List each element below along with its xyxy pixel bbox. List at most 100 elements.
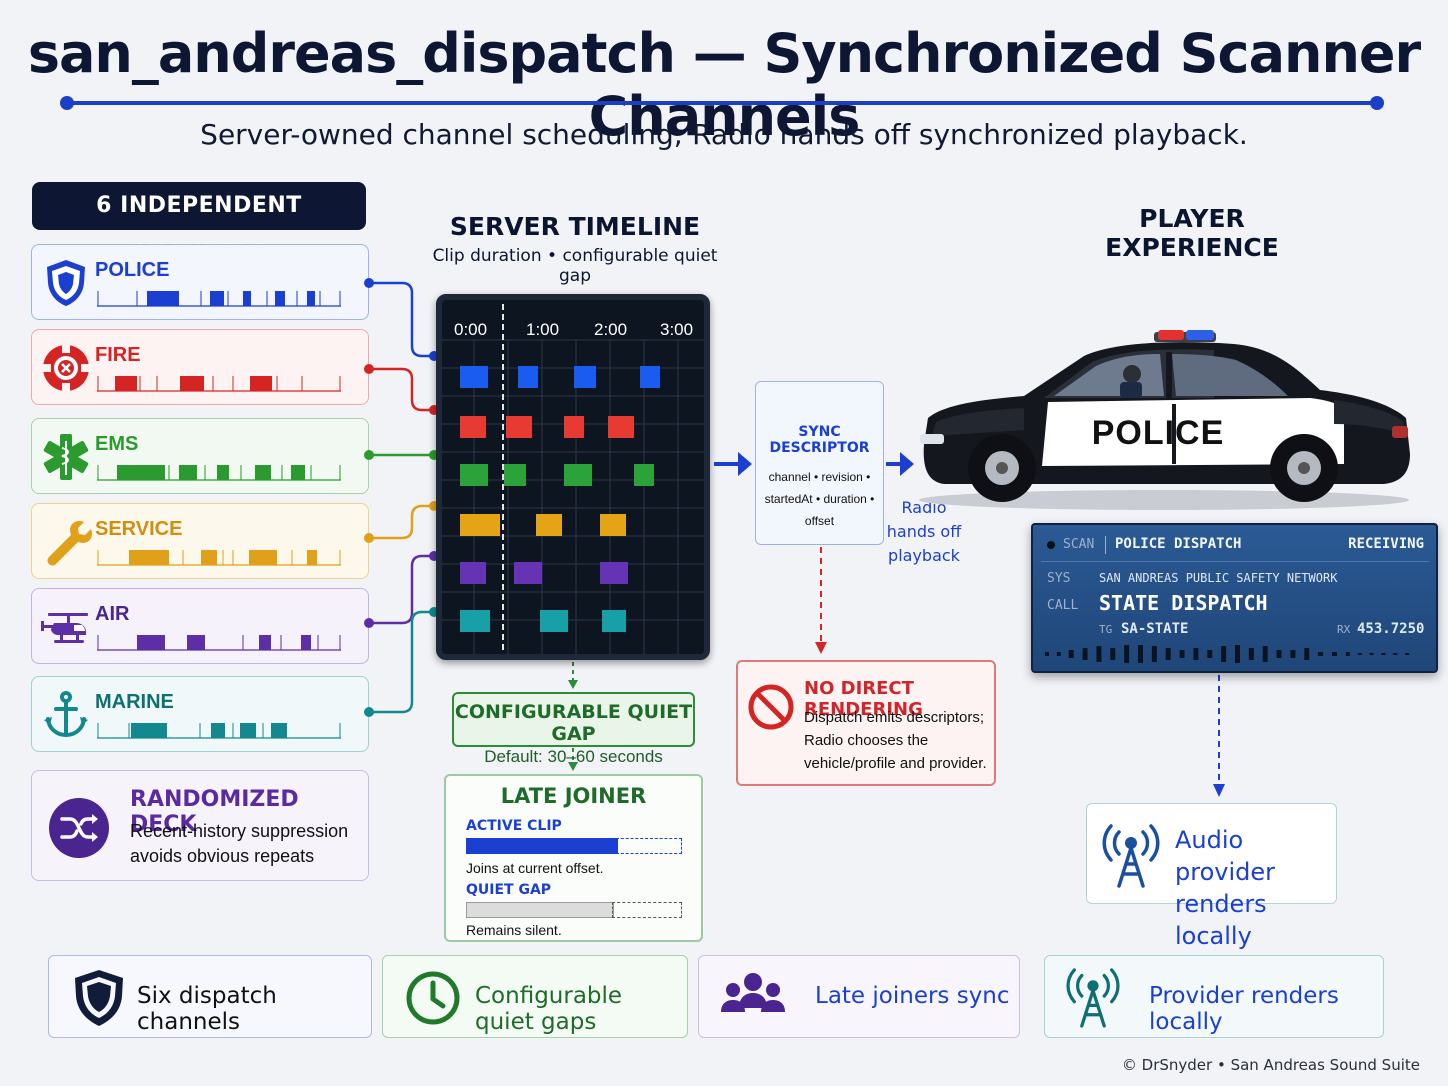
shield-icon bbox=[75, 970, 123, 1026]
audio-provider-text: Audio provider renders locally bbox=[1175, 824, 1336, 952]
scanner-channel: POLICE DISPATCH bbox=[1115, 536, 1242, 552]
helicopter-icon bbox=[41, 613, 88, 643]
fire-emblem-icon bbox=[41, 343, 91, 393]
feature-six-channels: Six dispatch channels bbox=[48, 955, 372, 1038]
quiet-gap-box: CONFIGURABLE QUIET GAP Default: 30–60 se… bbox=[452, 692, 695, 766]
scanner-tg-value: SA-STATE bbox=[1121, 621, 1189, 637]
timeline-tick-label: 2:00 bbox=[594, 320, 628, 339]
channel-card-air: AIR bbox=[31, 588, 369, 664]
deck-description: Recent-history suppression avoids obviou… bbox=[130, 819, 348, 869]
prohibited-icon bbox=[748, 684, 794, 730]
channel-name: SERVICE bbox=[95, 518, 183, 540]
title-underline bbox=[60, 96, 1384, 110]
scanner-divider-line bbox=[1041, 561, 1429, 562]
feature-quiet-gaps: Configurable quiet gaps bbox=[382, 955, 688, 1038]
police-car-label: POLICE bbox=[1091, 414, 1225, 452]
audio-provider-box: Audio provider renders locally bbox=[1086, 803, 1337, 950]
active-clip-label: ACTIVE CLIP bbox=[466, 818, 562, 834]
late-joiner-title: LATE JOINER bbox=[500, 784, 647, 808]
anchor-icon bbox=[44, 691, 88, 738]
channel-card-marine: MARINE bbox=[31, 676, 369, 752]
no-direct-line: vehicle/profile and provider. bbox=[804, 755, 987, 772]
timeline-tick-label: 1:00 bbox=[526, 320, 560, 339]
deck-title: RANDOMIZED DECK bbox=[130, 787, 299, 837]
footer-credit: © DrSnyder • San Andreas Sound Suite bbox=[1121, 1056, 1420, 1074]
server-timeline-title: SERVER TIMELINE bbox=[449, 212, 701, 241]
broadcast-tower-icon bbox=[1102, 824, 1160, 888]
player-experience-title: PLAYER EXPERIENCE bbox=[1105, 204, 1279, 262]
scanner-status: RECEIVING bbox=[1348, 536, 1424, 552]
no-direct-rendering-title: NO DIRECT RENDERING bbox=[804, 678, 923, 720]
sync-descriptor-title: SYNC DESCRIPTOR bbox=[769, 424, 870, 456]
wrench-icon bbox=[47, 521, 92, 566]
server-timeline-caption: Clip duration • configurable quiet gap bbox=[432, 246, 718, 286]
channel-activity-track bbox=[97, 376, 341, 392]
no-direct-line: Dispatch emits descriptors; bbox=[804, 709, 985, 726]
channel-name: MARINE bbox=[95, 691, 174, 713]
scanner-sys-label: SYS bbox=[1047, 571, 1071, 586]
no-direct-line: Radio chooses the bbox=[804, 732, 929, 749]
scanner-tg-label: TG bbox=[1099, 623, 1113, 636]
scan-indicator-icon bbox=[1047, 541, 1055, 549]
feature-label: Six dispatch channels bbox=[137, 983, 277, 1035]
quiet-gap-title: CONFIGURABLE QUIET GAP bbox=[454, 701, 693, 745]
broadcast-tower-icon bbox=[1066, 968, 1120, 1028]
audio-provider-line: Audio provider bbox=[1175, 826, 1275, 886]
police-shield-icon bbox=[47, 260, 85, 306]
sync-descriptor-fields: channel • revision • startedAt • duratio… bbox=[764, 470, 875, 528]
scanner-display: SCAN POLICE DISPATCH RECEIVING SYS SAN A… bbox=[1031, 523, 1438, 673]
timeline-tick-label: 0:00 bbox=[454, 320, 488, 339]
channel-activity-track bbox=[97, 635, 341, 651]
quiet-gap-progress bbox=[466, 902, 682, 918]
feature-provider-local: Provider renders locally bbox=[1044, 955, 1384, 1038]
channel-activity-track bbox=[97, 465, 341, 481]
sync-descriptor-box: SYNC DESCRIPTOR channel • revision • sta… bbox=[755, 381, 884, 545]
police-car-illustration bbox=[919, 330, 1410, 510]
channel-card-fire: FIRE bbox=[31, 329, 369, 405]
feature-label: Configurable quiet gaps bbox=[475, 983, 623, 1035]
channel-name: AIR bbox=[95, 603, 130, 625]
feature-label: Late joiners sync bbox=[815, 983, 1010, 1009]
channel-activity-track bbox=[97, 291, 341, 307]
channels-header: 6 INDEPENDENT CHANNELS bbox=[32, 182, 366, 266]
audio-provider-line: renders locally bbox=[1175, 890, 1267, 950]
late-joiner-box: LATE JOINER ACTIVE CLIP Joins at current… bbox=[444, 774, 703, 942]
channel-name: POLICE bbox=[95, 259, 170, 281]
scanner-sys-value: SAN ANDREAS PUBLIC SAFETY NETWORK bbox=[1099, 571, 1338, 585]
channel-card-ems: EMS bbox=[31, 418, 369, 494]
feature-late-joiners: Late joiners sync bbox=[698, 955, 1020, 1038]
radio-handoff-label: Radio hands off playback bbox=[886, 498, 962, 565]
deck-line: avoids obvious repeats bbox=[130, 846, 315, 866]
page-title: san_andreas_dispatch — Synchronized Scan… bbox=[27, 22, 1421, 148]
scanner-scan: SCAN bbox=[1063, 537, 1095, 552]
server-timeline: 0:00 1:00 2:00 3:00 bbox=[436, 294, 710, 660]
quiet-gap-label: QUIET GAP bbox=[466, 882, 552, 898]
randomized-deck-card: RANDOMIZED DECK Recent-history suppressi… bbox=[31, 770, 369, 881]
no-direct-rendering-box: NO DIRECT RENDERING Dispatch emits descr… bbox=[736, 660, 996, 786]
scanner-divider bbox=[1105, 536, 1106, 554]
shuffle-icon bbox=[49, 798, 109, 858]
channel-activity-track bbox=[97, 550, 341, 566]
scanner-rx-label: RX bbox=[1337, 623, 1351, 636]
channel-name: EMS bbox=[95, 433, 139, 455]
quiet-gap-note: Remains silent. bbox=[466, 922, 562, 938]
channel-name: FIRE bbox=[95, 344, 141, 366]
channel-card-police: POLICE bbox=[31, 244, 369, 320]
channel-card-service: SERVICE bbox=[31, 503, 369, 579]
timeline-tick-label: 3:00 bbox=[660, 320, 694, 339]
scanner-rx-value: 453.7250 bbox=[1357, 621, 1425, 637]
timeline-grid bbox=[442, 304, 704, 654]
users-icon bbox=[721, 973, 785, 1012]
scanner-signal-meter bbox=[1044, 645, 1410, 663]
feature-label: Provider renders locally bbox=[1149, 983, 1339, 1035]
page-subtitle: Server-owned channel scheduling; Radio h… bbox=[200, 118, 1248, 151]
star-of-life-icon bbox=[43, 434, 89, 480]
scanner-call-label: CALL bbox=[1047, 598, 1079, 613]
active-clip-note: Joins at current offset. bbox=[466, 860, 604, 876]
scanner-call-value: STATE DISPATCH bbox=[1099, 591, 1268, 615]
quiet-gap-default: Default: 30–60 seconds bbox=[484, 747, 663, 766]
no-direct-rendering-text: Dispatch emits descriptors; Radio choose… bbox=[804, 706, 987, 775]
active-clip-progress bbox=[466, 838, 682, 854]
deck-line: Recent-history suppression bbox=[130, 821, 349, 841]
channel-activity-track bbox=[97, 723, 341, 739]
